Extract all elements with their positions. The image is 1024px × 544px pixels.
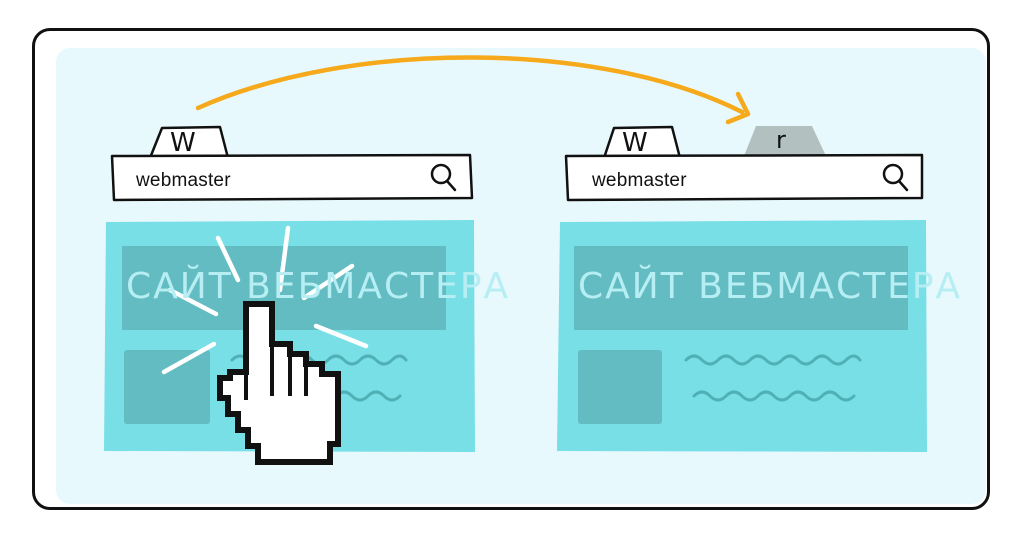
left-tab[interactable] xyxy=(148,125,230,159)
left-tab-letter: W xyxy=(170,128,196,158)
right-thumbnail xyxy=(578,350,662,424)
search-icon[interactable] xyxy=(882,163,909,192)
right-address-bar[interactable] xyxy=(564,153,924,202)
left-thumbnail xyxy=(124,350,210,424)
right-text-line xyxy=(692,390,856,402)
search-icon[interactable] xyxy=(430,163,457,192)
new-tab-letter: r xyxy=(776,126,786,154)
click-burst-icon xyxy=(161,225,369,375)
left-browser xyxy=(104,125,475,452)
left-address-bar[interactable] xyxy=(110,153,474,202)
right-site-title: САЙТ ВЕБМАСТЕРА xyxy=(578,266,963,307)
arrow-icon xyxy=(195,55,751,125)
right-browser xyxy=(557,125,927,452)
right-tab[interactable] xyxy=(602,125,682,159)
left-site-title: САЙТ ВЕБМАСТЕРА xyxy=(126,266,511,307)
right-tab-letter: W xyxy=(622,128,648,158)
new-tab[interactable] xyxy=(744,126,826,156)
right-text-line xyxy=(684,354,862,366)
right-url-text[interactable]: webmaster xyxy=(592,170,687,191)
left-url-text[interactable]: webmaster xyxy=(136,170,231,191)
right-banner xyxy=(574,246,908,330)
pointer-hand-icon xyxy=(217,301,341,465)
